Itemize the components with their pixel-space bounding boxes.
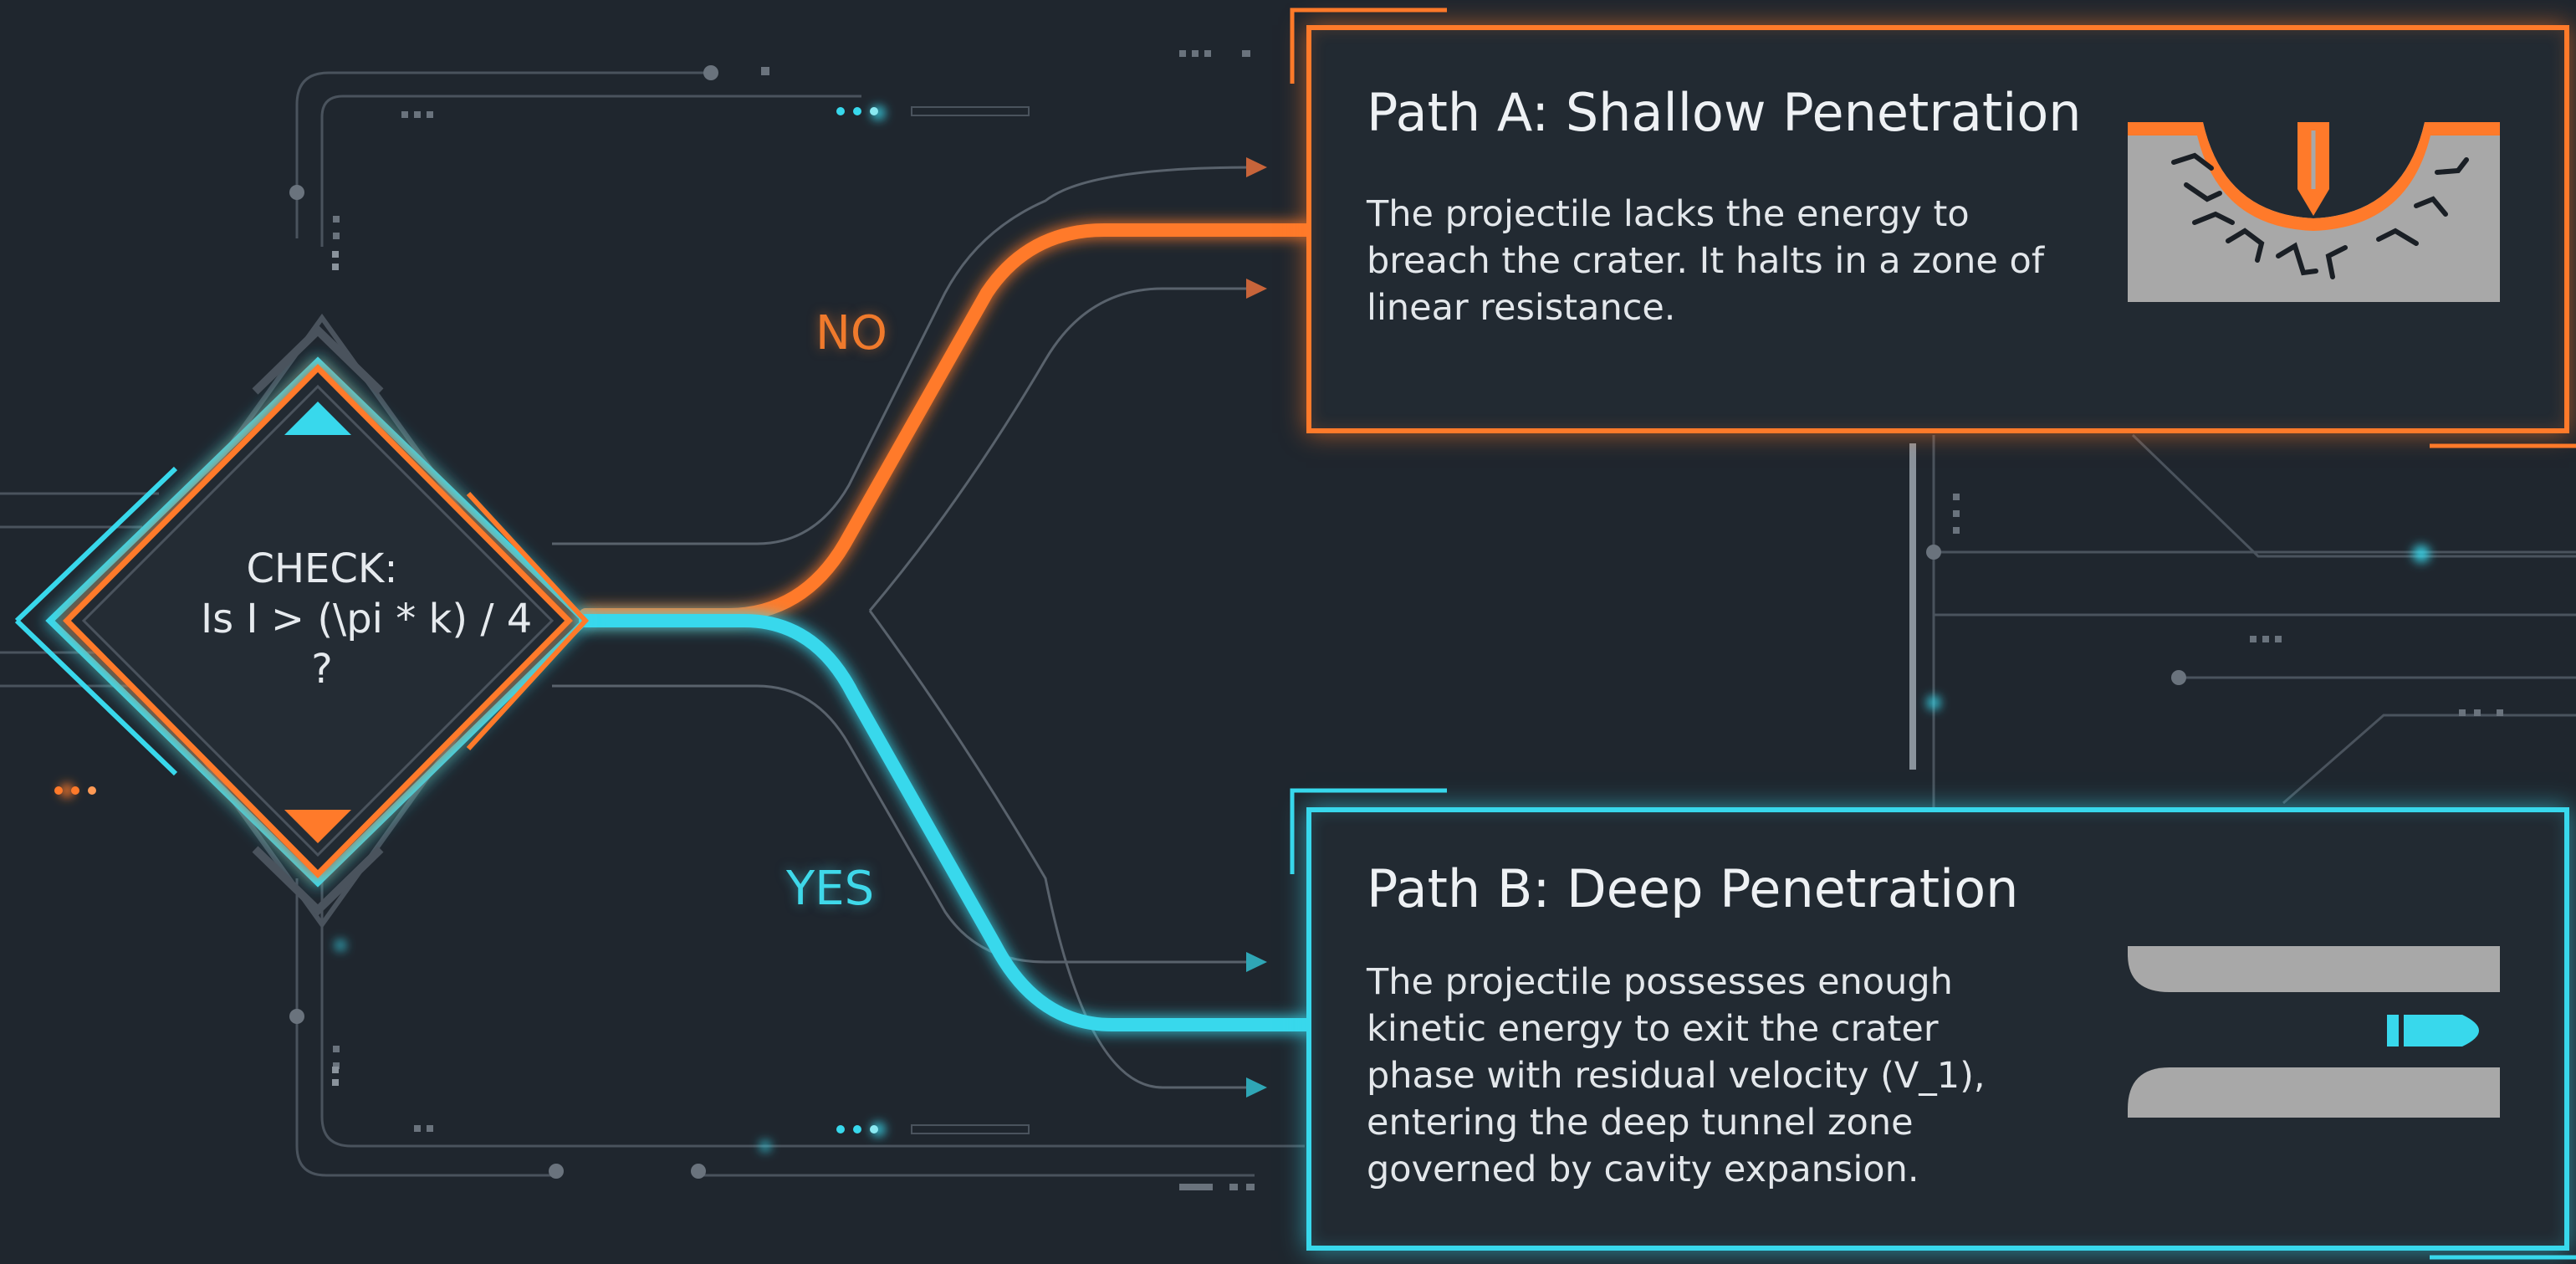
- scale-ticks: [332, 251, 1916, 1086]
- no-branch-path: [579, 223, 1316, 622]
- decision-diamond: [14, 313, 590, 929]
- crater-icon: [2128, 122, 2500, 302]
- path-a-title: Path A: Shallow Penetration: [1367, 82, 2082, 143]
- circuit-nodes: [289, 50, 2503, 1190]
- card-b-bracket: [1290, 788, 2576, 1260]
- path-b-description: The projectile possesses enough kinetic …: [1367, 961, 1986, 1190]
- yes-branch-label: YES: [786, 862, 875, 916]
- decision-line-1: CHECK:: [246, 545, 398, 592]
- path-b-card: Path B: Deep Penetration The projectile …: [1306, 807, 2569, 1251]
- path-a-description: The projectile lacks the energy to breac…: [1367, 193, 2044, 329]
- decision-line-3: ?: [311, 646, 333, 693]
- tunnel-icon: [2128, 946, 2500, 1118]
- decision-text: CHECK: Is I > (\pi * k) / 4 ?: [201, 544, 533, 694]
- projectile-icon: [2297, 122, 2329, 216]
- path-b-title: Path B: Deep Penetration: [1367, 858, 2019, 919]
- secondary-flow-lines: [552, 166, 1255, 1089]
- path-a-card: Path A: Shallow Penetration The projecti…: [1306, 25, 2569, 433]
- glow-specks: [60, 106, 2430, 1151]
- arrow-icon: [1246, 952, 1267, 1098]
- decision-line-2: Is I > (\pi * k) / 4: [201, 596, 533, 642]
- card-a-bracket: [1290, 8, 2576, 448]
- projectile-icon: [2387, 1015, 2479, 1047]
- yes-branch-path: [579, 614, 1316, 1031]
- arrow-icon: [1246, 157, 1267, 299]
- glow-dots: [54, 106, 1030, 1134]
- no-branch-label: NO: [815, 306, 887, 361]
